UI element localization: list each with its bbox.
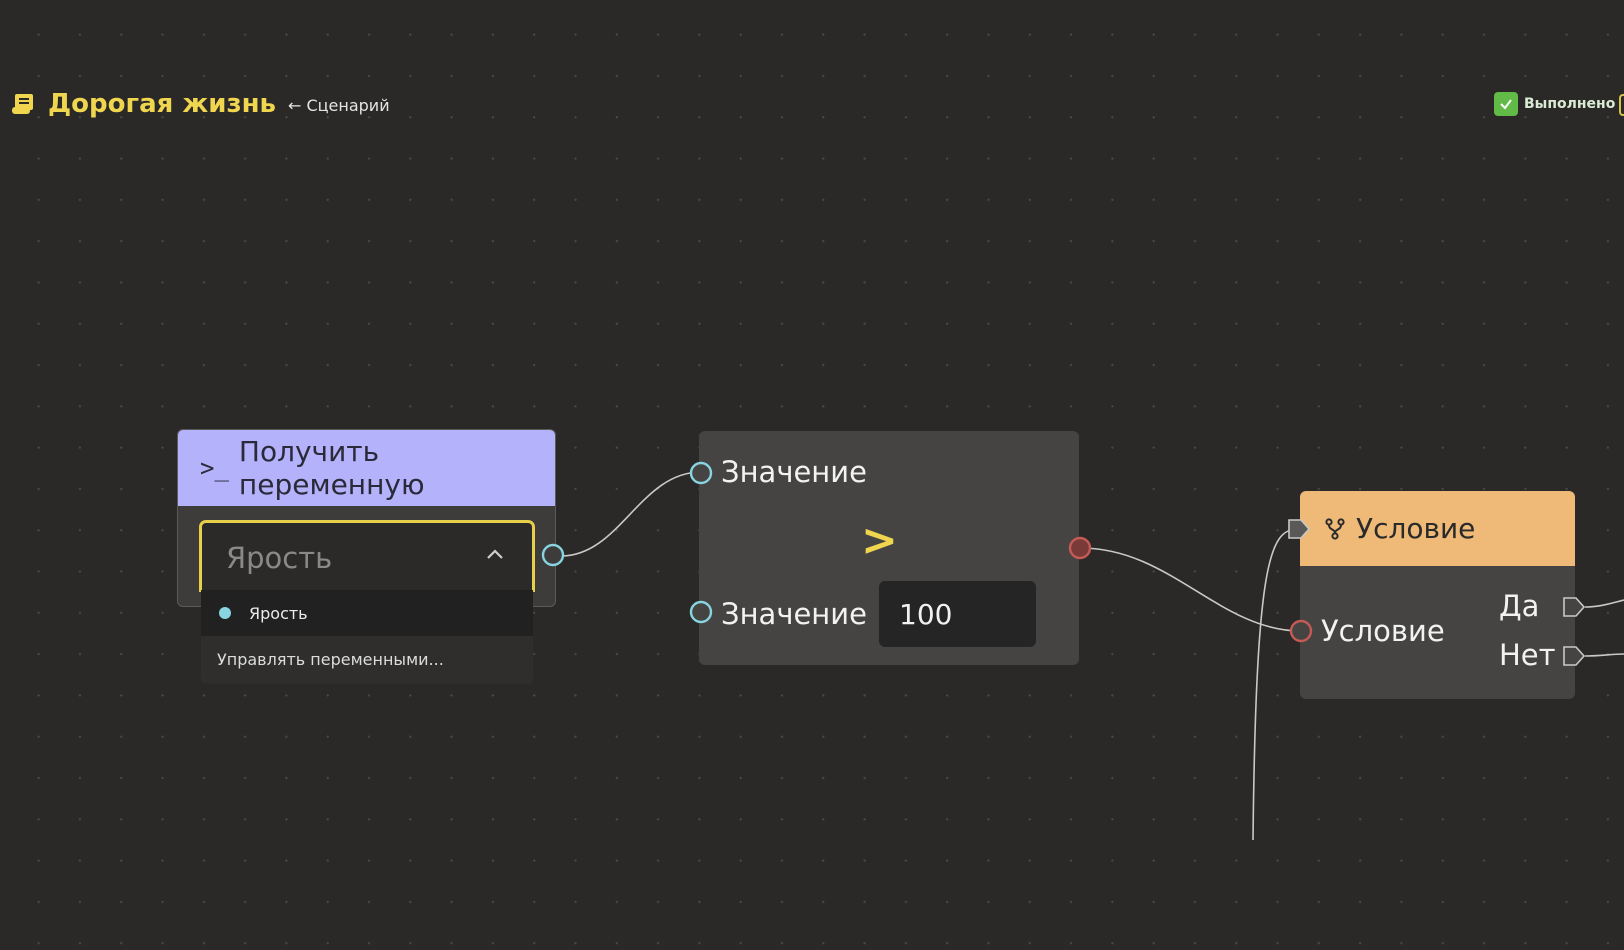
- status-toggle-edge[interactable]: [1619, 94, 1624, 116]
- chevron-up-icon: [487, 549, 503, 559]
- variable-output-port[interactable]: [541, 543, 565, 567]
- breadcrumb-scenario[interactable]: ← Сценарий: [287, 95, 390, 115]
- variable-dot-icon: [219, 607, 231, 619]
- compare-value-input[interactable]: 100: [879, 581, 1036, 647]
- wire-no-out: [1584, 653, 1624, 657]
- condition-flow-input-port[interactable]: [1287, 517, 1311, 541]
- dropdown-option-variable[interactable]: Ярость: [201, 590, 533, 636]
- condition-node-header[interactable]: Условие: [1300, 491, 1575, 566]
- status-badge[interactable]: Выполнено: [1494, 92, 1615, 116]
- scene-header: Дорогая жизнь ← Сценарий: [10, 86, 390, 122]
- branch-icon: [1325, 517, 1345, 540]
- variable-select[interactable]: Ярость: [199, 520, 535, 592]
- scroll-icon: [12, 94, 33, 114]
- dropdown-option-label: Ярость: [249, 603, 308, 623]
- compare-input-b-port[interactable]: [689, 600, 713, 624]
- condition-yes-label: Да: [1499, 589, 1540, 623]
- get-variable-title: Получить переменную: [238, 435, 425, 501]
- condition-no-output-port[interactable]: [1562, 644, 1586, 668]
- condition-no-label: Нет: [1499, 638, 1556, 672]
- compare-input-b-label: Значение: [721, 597, 867, 631]
- manage-variables-option[interactable]: Управлять переменными...: [217, 649, 444, 669]
- compare-input-a-port[interactable]: [689, 461, 713, 485]
- wire-incoming-flow: [1252, 528, 1299, 841]
- condition-input-label: Условие: [1321, 614, 1445, 648]
- scene-title[interactable]: Дорогая жизнь: [48, 89, 276, 119]
- checkmark-icon: [1494, 92, 1518, 116]
- wire-variable-to-compare: [560, 471, 702, 557]
- status-label: Выполнено: [1524, 96, 1616, 112]
- condition-yes-output-port[interactable]: [1562, 595, 1586, 619]
- compare-input-a-label: Значение: [721, 455, 867, 489]
- compare-output-port[interactable]: [1068, 536, 1092, 560]
- condition-input-port[interactable]: [1289, 619, 1313, 643]
- get-variable-node-header[interactable]: >_ Получить переменную: [178, 430, 555, 506]
- wire-yes-out: [1584, 599, 1624, 608]
- condition-title: Условие: [1356, 512, 1476, 545]
- wire-compare-to-condition: [1080, 547, 1302, 632]
- variable-select-value: Ярость: [226, 540, 333, 575]
- condition-node[interactable]: Условие: [1300, 491, 1575, 699]
- comparison-operator: >: [861, 515, 898, 566]
- variable-dropdown: Ярость Управлять переменными...: [201, 590, 533, 684]
- terminal-prompt-icon: >_: [200, 454, 229, 482]
